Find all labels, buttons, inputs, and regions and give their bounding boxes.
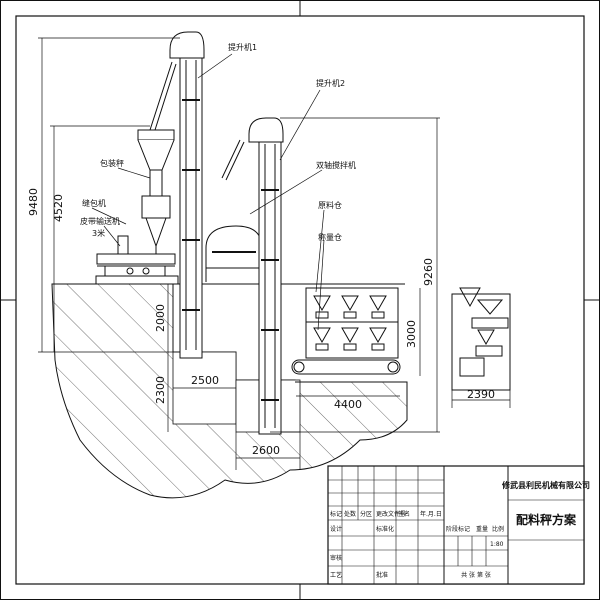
tb-row-sign: 签名 [398, 510, 410, 518]
belt-conveyor [95, 235, 179, 285]
tb-row-zone: 分区 [360, 510, 372, 518]
label-belt-conveyor: 皮带输送机 [80, 216, 120, 226]
tb-row-change-doc: 更改文件号 [376, 510, 406, 518]
label-belt-length: 3米 [92, 228, 105, 238]
tb-approve: 批准 [376, 571, 388, 579]
tb-scale-label: 比例 [492, 525, 504, 533]
tb-standardize: 标准化 [376, 525, 394, 533]
dim-bin-height: 3000 [405, 320, 418, 348]
tb-row-mark: 标记 [330, 510, 342, 518]
label-packing-scale: 包装秤 [100, 158, 124, 168]
label-weigh-hopper: 称量仓 [318, 232, 342, 242]
label-batching-bin: 原料仓 [318, 200, 342, 210]
tb-sheet-info: 共 张 第 张 [461, 571, 491, 579]
dim-side-view-width: 2390 [467, 388, 495, 401]
dim-upper-height: 4520 [52, 194, 65, 222]
drawing-title: 配料秤方案 [516, 512, 577, 527]
tb-review: 审核 [330, 554, 342, 562]
bucket-elevator-2 [248, 117, 284, 435]
dim-pit-width-2: 2600 [252, 444, 280, 457]
tb-weight: 重量 [476, 525, 488, 533]
label-lift2: 提升机2 [316, 78, 345, 88]
label-mixer: 双轴搅拌机 [316, 160, 356, 170]
dim-pit-width-1: 2500 [191, 374, 219, 387]
company-name: 修武县利民机械有限公司 [501, 480, 590, 490]
batching-station [291, 287, 401, 375]
dim-total-height: 9480 [27, 188, 40, 216]
tb-row-date: 年.月.日 [420, 510, 442, 518]
twin-shaft-mixer [205, 139, 263, 282]
dim-lift1-pit: 2000 [154, 304, 167, 332]
title-block: 修武县利民机械有限公司 配料秤方案 标记 处数 分区 更改文件号 签名 年.月.… [327, 465, 590, 585]
tb-row-count: 处数 [344, 510, 356, 518]
tb-process: 工艺 [330, 571, 342, 579]
tb-stage-mark: 阶段标记 [446, 525, 470, 533]
side-view [451, 287, 511, 391]
leader-lines [91, 53, 325, 331]
label-bag-sewer: 缝包机 [82, 198, 106, 208]
packing-scale [137, 129, 175, 258]
dim-pit-depth-2: 2300 [154, 376, 167, 404]
tb-design: 设计 [330, 525, 342, 533]
dim-conveyor-length: 4400 [334, 398, 362, 411]
label-lift1: 提升机1 [228, 42, 257, 52]
dim-right-height: 9260 [422, 258, 435, 286]
bucket-elevator-1 [149, 31, 205, 359]
dimension-lines [38, 37, 511, 470]
tb-scale: 1:80 [490, 541, 504, 548]
